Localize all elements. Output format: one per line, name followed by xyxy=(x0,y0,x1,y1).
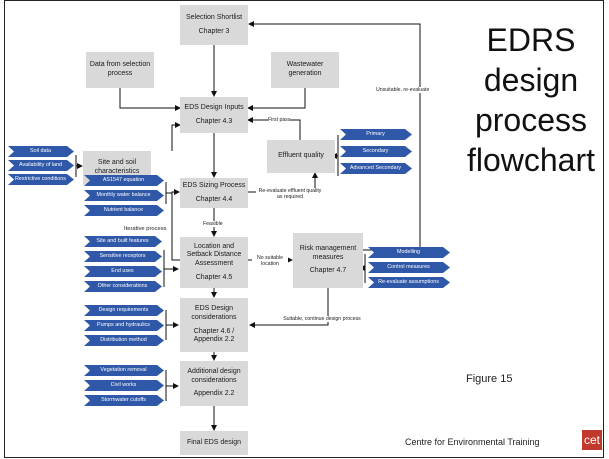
tag-primary: Primary xyxy=(340,129,412,140)
tag-soil-data: Soil data xyxy=(8,146,74,157)
box-title: EDS Design Inputs xyxy=(184,103,244,111)
tag-nutrient-balance: Nutrient balance xyxy=(84,205,164,216)
tag-stormwater-cutoffs: Stormwater cutoffs xyxy=(84,395,164,406)
box-title: Data from selection process xyxy=(89,61,151,77)
arrow-site-to-inputs xyxy=(171,122,181,151)
arrow-risk-to-considerations xyxy=(249,288,329,328)
box-chapter: Chapter 4.3 xyxy=(195,117,233,125)
tag-secondary: Secondary xyxy=(340,146,412,157)
label-first-pass: First pass xyxy=(268,117,291,124)
tag-end-uses: End uses xyxy=(84,266,162,277)
label-iterative-process: Iterative process xyxy=(124,226,167,233)
label-unsuitable-re-evaluate: Unsuitable, re-evaluate xyxy=(376,87,430,94)
title-line: process xyxy=(474,102,588,138)
box-title: Risk management measures xyxy=(299,244,357,261)
box-title: Location and Setback Distance Assessment xyxy=(186,242,242,268)
title-line: flowchart xyxy=(466,142,596,178)
label-feasible: Feasible xyxy=(203,221,223,228)
box-final-eds-design: Final EDS design xyxy=(180,431,248,455)
box-chapter: Chapter 4.5 xyxy=(195,273,233,281)
title-line: design xyxy=(483,62,579,98)
box-title: Wastewater generation xyxy=(286,61,324,77)
box-eds-design-inputs: EDS Design Inputs Chapter 4.3 xyxy=(180,97,248,133)
tag-control-measures: Control measures xyxy=(368,262,450,273)
box-title: EDS Sizing Process xyxy=(182,181,246,189)
arrow-iterative-loop xyxy=(171,189,180,261)
tag-site-and-built-features: Site and built features xyxy=(84,236,162,247)
box-title: Site and soil characteristics xyxy=(94,159,140,175)
box-chapter: Chapter 3 xyxy=(198,27,230,35)
tag-advanced-secondary: Advanced Secondary xyxy=(340,163,412,174)
box-location-setback: Location and Setback Distance Assessment… xyxy=(180,237,248,288)
box-risk-management: Risk management measures Chapter 4.7 xyxy=(293,233,363,288)
title-line: EDRS xyxy=(486,22,576,58)
box-chapter: Chapter 4.7 xyxy=(309,267,347,275)
tag-as1547-equation: AS1547 equation xyxy=(84,175,164,186)
box-additional-considerations: Additional design considerations Appendi… xyxy=(180,361,248,406)
box-effluent-quality: Effluent quality xyxy=(267,140,335,173)
tag-monthly-water-balance: Monthly water balance xyxy=(84,190,164,201)
tag-restrictive-conditions: Restrictive conditions xyxy=(8,174,74,185)
box-title: EDS Design considerations xyxy=(191,305,237,321)
box-title: Selection Shortlist xyxy=(185,13,243,21)
box-eds-sizing-process: EDS Sizing Process Chapter 4.4 xyxy=(180,178,248,208)
box-chapter: Appendix 2.2 xyxy=(193,390,235,398)
label-no-suitable-location: No suitable location xyxy=(252,255,288,268)
tag-design-requirements: Design requirements xyxy=(84,305,164,316)
box-title: Additional design considerations xyxy=(187,367,241,384)
box-eds-design-considerations: EDS Design considerations Chapter 4.6 / … xyxy=(180,298,248,352)
tag-availability-of-land: Availability of land xyxy=(8,160,74,171)
cet-logo: cet xyxy=(582,430,602,450)
tag-re-evaluate-assumptions: Re-evaluate assumptions xyxy=(368,277,450,288)
tag-other-considerations: Other considerations xyxy=(84,281,162,292)
tag-civil-works: Civil works xyxy=(84,380,164,391)
box-selection-shortlist: Selection Shortlist Chapter 3 xyxy=(180,5,248,45)
box-title: Final EDS design xyxy=(186,438,242,446)
box-chapter: Chapter 4.4 xyxy=(195,195,233,203)
box-title: Effluent quality xyxy=(278,152,324,160)
footer-organisation: Centre for Environmental Training xyxy=(405,437,540,447)
arrow-wastewater-to-inputs xyxy=(247,88,306,111)
box-chapter: Chapter 4.6 / Appendix 2.2 xyxy=(193,327,235,344)
arrow-effluent-to-inputs xyxy=(247,117,301,140)
tag-distribution-method: Distribution method xyxy=(84,335,164,346)
label-re-evaluate-effluent: Re-evaluate effluent quality as required xyxy=(256,188,324,201)
tag-sensitive-receptors: Sensitive receptors xyxy=(84,251,162,262)
arrow-data-to-inputs xyxy=(119,88,181,111)
tag-pumps-and-hydraulics: Pumps and hydraulics xyxy=(84,320,164,331)
tag-vegetation-removal: Vegetation removal xyxy=(84,365,164,376)
figure-label: Figure 15 xyxy=(466,373,513,385)
box-wastewater-generation: Wastewater generation xyxy=(271,52,339,88)
slide-title: EDRS design process flowchart xyxy=(458,20,604,180)
label-suitable-continue: Suitable, continue design process xyxy=(281,316,363,323)
tag-modelling: Modelling xyxy=(368,247,450,258)
box-data-from-selection: Data from selection process xyxy=(86,52,154,88)
